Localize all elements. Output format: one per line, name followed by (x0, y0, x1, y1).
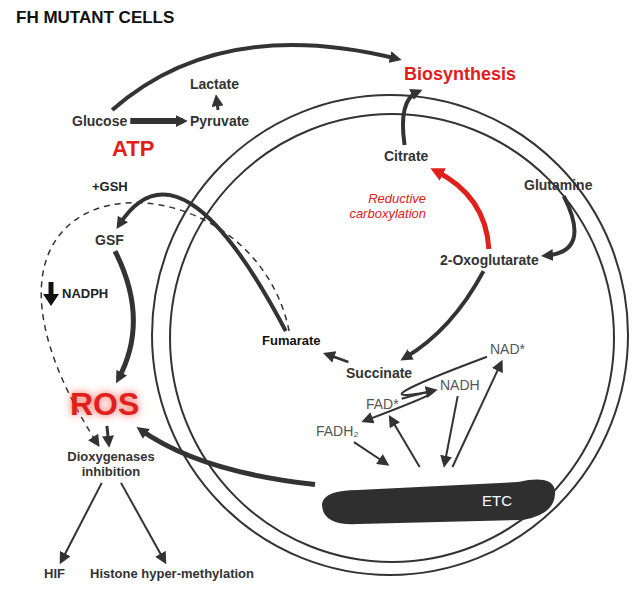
inner-membrane (170, 114, 614, 562)
node-text: FAD* (366, 396, 399, 412)
metabolite: Glucose (72, 113, 127, 129)
node-text: Glucose (72, 113, 127, 129)
annotation-label: +GSH (92, 180, 128, 195)
outer-membrane (152, 95, 628, 575)
reaction-arrow (140, 430, 315, 485)
reaction-arrow (130, 118, 183, 124)
node-text: FADH₂ (316, 423, 359, 439)
metabolite: Pyruvate (190, 113, 249, 129)
effect-label: HIF (44, 567, 65, 582)
reaction-arrow (435, 171, 488, 249)
metabolite: Succinate (346, 365, 412, 381)
node-text: 2-Oxoglutarate (440, 252, 539, 268)
node-text: Glutamine (524, 177, 592, 193)
metabolite: Glutamine (524, 177, 592, 193)
reaction-arrow (217, 99, 218, 110)
output-label: Biosynthesis (404, 64, 516, 85)
reaction-arrow (445, 396, 458, 463)
cofactor: NADH (440, 377, 480, 393)
decrease-arrow (49, 282, 54, 296)
reaction-arrow (546, 196, 575, 256)
reaction-arrow (121, 483, 164, 560)
reaction-arrow (107, 426, 109, 443)
cofactor: FADH₂ (316, 423, 359, 439)
reaction-arrow (366, 392, 433, 420)
node-text: Succinate (346, 365, 412, 381)
metabolite: 2-Oxoglutarate (440, 252, 539, 268)
annotation-label: ATP (112, 136, 154, 161)
node-text: Citrate (384, 148, 428, 164)
diagram-title: FH MUTANT CELLS (16, 8, 174, 28)
metabolite: Lactate (190, 76, 239, 92)
decrease-arrowhead (43, 294, 59, 306)
node-text: Biosynthesis (404, 64, 516, 85)
etc-shape: ETC (318, 470, 558, 526)
node-text: ROS (70, 386, 139, 423)
node-text: NAD* (490, 341, 525, 357)
reaction-arrow (402, 357, 487, 395)
reaction-arrow (119, 195, 286, 331)
reaction-arrow (62, 483, 102, 560)
metabolite: Citrate (384, 148, 428, 164)
metabolite: Fumarate (262, 334, 321, 349)
reaction-arrow (328, 355, 349, 362)
reaction-arrow (391, 419, 419, 467)
node-text: Pyruvate (190, 113, 249, 129)
inhibition-link (41, 203, 289, 443)
cofactor: NAD* (490, 341, 525, 357)
reaction-arrow (115, 251, 133, 379)
node-text: ETC (482, 492, 512, 509)
node-text: NADH (440, 377, 480, 393)
reaction-arrow (112, 45, 397, 110)
annotation-label: NADPH (62, 287, 108, 302)
etc-outline (318, 470, 558, 526)
node-text: HIF (44, 567, 65, 582)
node-text: Fumarate (262, 334, 321, 349)
effect-label: Histone hyper-methylation (90, 567, 254, 582)
reaction-arrow (405, 271, 484, 358)
node-text: Histone hyper-methylation (90, 567, 254, 582)
node-text: GSF (95, 232, 124, 248)
reaction-arrow (403, 92, 418, 145)
cofactor: FAD* (366, 396, 399, 412)
metabolite: GSF (95, 232, 124, 248)
node-text: Dioxygenases inhibition (52, 450, 170, 480)
annotation-label: Reductive carboxylation (338, 192, 426, 222)
effect-label: Dioxygenases inhibition (52, 450, 170, 480)
reaction-arrow (354, 442, 385, 463)
ros-label: ROS (70, 386, 139, 423)
node-text: Lactate (190, 76, 239, 92)
